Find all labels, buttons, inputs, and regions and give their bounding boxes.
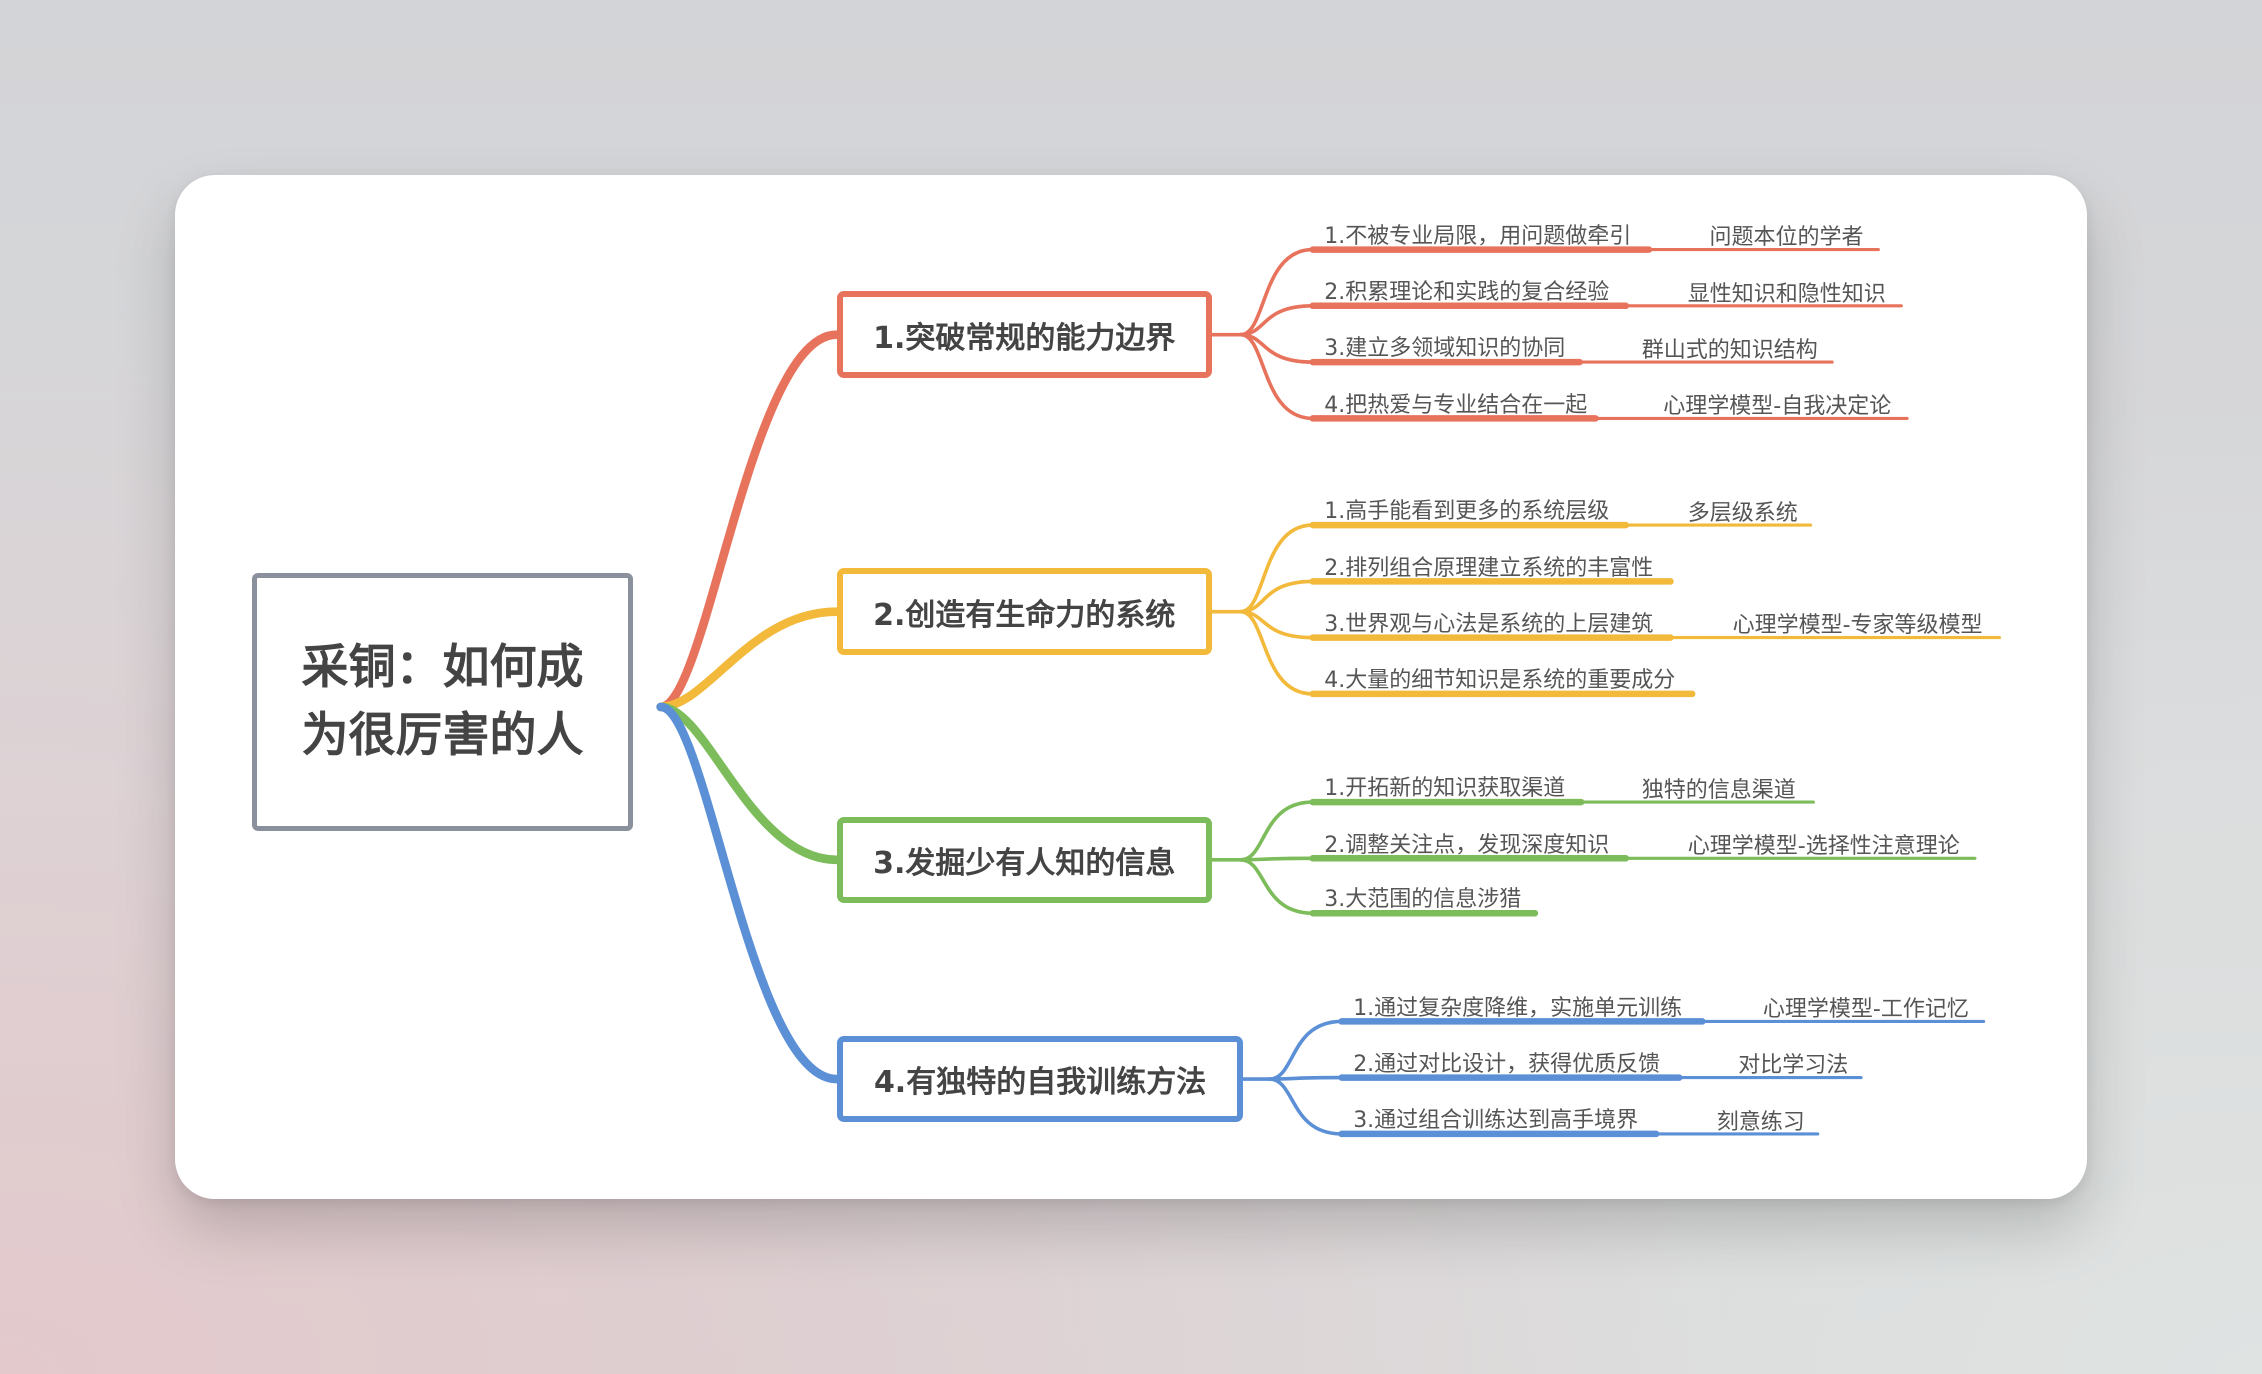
branch-node-3[interactable]: 3.发掘少有人知的信息 xyxy=(836,816,1212,904)
leaf-node[interactable]: 1.开拓新的知识获取渠道 xyxy=(1324,776,1566,802)
leaf-node[interactable]: 1.高手能看到更多的系统层级 xyxy=(1324,499,1610,525)
leaf-note[interactable]: 刻意练习 xyxy=(1716,1109,1805,1135)
root-node[interactable]: 采铜：如何成为很厉害的人 xyxy=(252,573,633,831)
leaf-node[interactable]: 3.建立多领域知识的协同 xyxy=(1324,336,1566,362)
branch-connector xyxy=(656,330,842,712)
leaf-connector xyxy=(1238,609,1315,696)
leaf-connector xyxy=(1238,523,1315,614)
leaf-note[interactable]: 问题本位的学者 xyxy=(1709,225,1864,251)
leaf-node[interactable]: 3.世界观与心法是系统的上层建筑 xyxy=(1324,611,1654,637)
leaf-note[interactable]: 心理学模型-工作记忆 xyxy=(1762,997,1969,1023)
leaf-note[interactable]: 群山式的知识结构 xyxy=(1641,337,1818,363)
leaf-node[interactable]: 1.不被专业局限，用问题做牵引 xyxy=(1324,223,1632,249)
leaf-node[interactable]: 2.调整关注点，发现深度知识 xyxy=(1324,832,1610,858)
branch-connector xyxy=(656,702,842,1084)
branch-label: 4.有独特的自我训练方法 xyxy=(873,1065,1207,1101)
leaf-connector xyxy=(1267,1075,1344,1081)
leaf-node[interactable]: 3.大范围的信息涉猎 xyxy=(1324,887,1522,913)
branch-node-2[interactable]: 2.创造有生命力的系统 xyxy=(836,568,1212,655)
leaf-connector xyxy=(1267,1019,1344,1081)
leaf-node[interactable]: 1.通过复杂度降维，实施单元训练 xyxy=(1353,995,1683,1021)
leaf-note[interactable]: 对比学习法 xyxy=(1738,1053,1849,1079)
leaf-connector xyxy=(1267,1077,1344,1136)
leaf-note[interactable]: 心理学模型-专家等级模型 xyxy=(1732,613,1983,639)
leaf-node[interactable]: 4.大量的细节知识是系统的重要成分 xyxy=(1324,668,1676,694)
leaf-connector xyxy=(1238,857,1315,916)
branch-node-1[interactable]: 1.突破常规的能力边界 xyxy=(836,291,1212,378)
leaf-node[interactable]: 4.把热爱与专业结合在一起 xyxy=(1324,392,1588,418)
leaf-note[interactable]: 心理学模型-自我决定论 xyxy=(1663,394,1892,420)
leaf-connector xyxy=(1238,800,1315,862)
leaf-connector xyxy=(1238,332,1315,421)
root-title: 采铜：如何成为很厉害的人 xyxy=(301,640,584,763)
leaf-node[interactable]: 3.通过组合训练达到高手境界 xyxy=(1353,1108,1639,1134)
leaf-node[interactable]: 2.积累理论和实践的复合经验 xyxy=(1324,280,1610,306)
leaf-note[interactable]: 多层级系统 xyxy=(1687,500,1798,526)
leaf-node[interactable]: 2.通过对比设计，获得优质反馈 xyxy=(1353,1051,1661,1077)
branch-connector xyxy=(656,702,842,865)
leaf-node[interactable]: 2.排列组合原理建立系统的丰富性 xyxy=(1324,555,1654,581)
leaf-note[interactable]: 心理学模型-选择性注意理论 xyxy=(1687,834,1960,860)
leaf-connector xyxy=(1238,856,1315,862)
leaf-note[interactable]: 独特的信息渠道 xyxy=(1641,777,1796,803)
branch-label: 2.创造有生命力的系统 xyxy=(873,597,1176,633)
leaf-connector xyxy=(1238,247,1315,337)
branch-label: 3.发掘少有人知的信息 xyxy=(873,845,1176,881)
branch-label: 1.突破常规的能力边界 xyxy=(873,320,1176,356)
branch-connector xyxy=(656,607,842,712)
branch-node-4[interactable]: 4.有独特的自我训练方法 xyxy=(836,1035,1244,1123)
leaf-note[interactable]: 显性知识和隐性知识 xyxy=(1687,281,1886,307)
